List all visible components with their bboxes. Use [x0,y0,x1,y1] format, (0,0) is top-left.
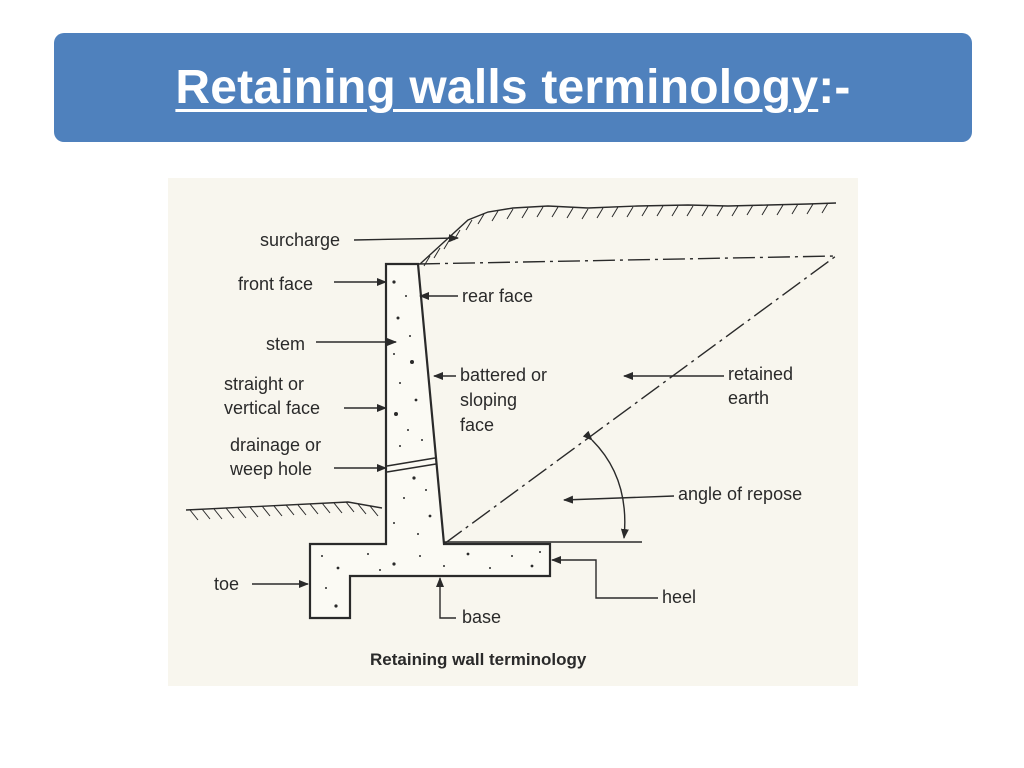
retained-earth-top-line [417,255,837,265]
front-ground-line [185,501,383,511]
figure-caption: Retaining wall terminology [370,650,587,669]
label-drainage-2: weep hole [229,459,312,479]
surcharge-hatching [423,202,829,267]
retained-earth-slope-line [443,255,837,545]
label-drainage-1: drainage or [230,435,321,455]
label-retained-2: earth [728,388,769,408]
label-stem: stem [266,334,305,354]
label-front-face: front face [238,274,313,294]
angle-of-repose-arc [582,430,629,539]
leader-lines [252,234,724,619]
retaining-wall-body [308,262,552,620]
label-battered-3: face [460,415,494,435]
slide-title-main: Retaining walls terminology [175,61,819,114]
label-toe: toe [214,574,239,594]
label-rear-face: rear face [462,286,533,306]
weep-hole [386,457,437,473]
label-battered-2: sloping [460,390,517,410]
label-battered-1: battered or [460,365,547,385]
slide-title: Retaining walls terminology:- [175,60,850,115]
label-retained-1: retained [728,364,793,384]
slide-title-suffix: :- [818,61,851,114]
front-ground-hatching [189,501,379,521]
label-surcharge: surcharge [260,230,340,250]
surcharge-ground-line [419,202,837,265]
label-straight-2: vertical face [224,398,320,418]
diagram-svg: surcharge front face rear face stem stra… [185,202,837,669]
label-angle-of-repose: angle of repose [678,484,802,504]
retaining-wall-diagram: surcharge front face rear face stem stra… [168,178,858,686]
label-heel: heel [662,587,696,607]
label-base: base [462,607,501,627]
title-bar: Retaining walls terminology:- [54,33,972,142]
label-straight-1: straight or [224,374,304,394]
concrete-texture [321,280,541,608]
